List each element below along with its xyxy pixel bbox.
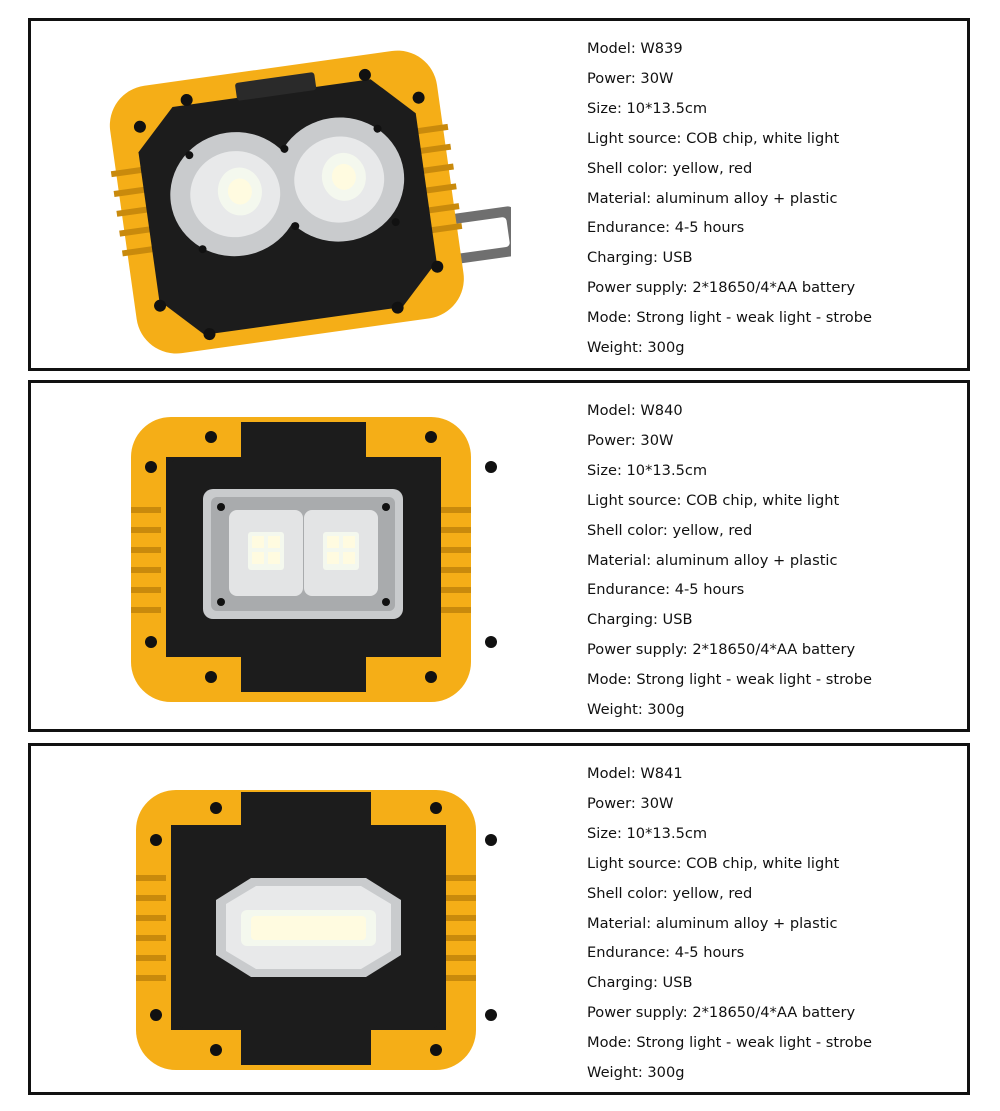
dual-square-cob-floodlight-icon (131, 417, 497, 702)
product-panel-w840: Model: W840 Power: 30W Size: 10*13.5cm L… (28, 380, 970, 732)
spec-charging: Charging: USB (587, 249, 693, 267)
spec-shell-color: Shell color: yellow, red (587, 884, 753, 902)
spec-mode: Mode: Strong light - weak light - strobe (587, 1034, 872, 1052)
spec-model: Model: W839 (587, 40, 683, 57)
spec-material: Material: aluminum alloy + plastic (587, 551, 838, 569)
spec-list: Model: W839 Power: 30W Size: 10*13.5cm L… (587, 34, 872, 363)
spec-power: Power: 30W (587, 431, 674, 449)
spec-power: Power: 30W (587, 794, 674, 812)
spec-charging: Charging: USB (587, 974, 693, 992)
spec-endurance: Endurance: 4-5 hours (587, 944, 745, 962)
spec-endurance: Endurance: 4-5 hours (587, 581, 745, 599)
spec-size: Size: 10*13.5cm (587, 824, 708, 842)
spec-power-supply: Power supply: 2*18650/4*AA battery (587, 641, 856, 659)
spec-mode: Mode: Strong light - weak light - strobe (587, 671, 872, 689)
spec-size: Size: 10*13.5cm (587, 461, 708, 479)
product-photo (91, 397, 511, 717)
spec-shell-color: Shell color: yellow, red (587, 521, 753, 539)
spec-shell-color: Shell color: yellow, red (587, 159, 753, 177)
spec-material: Material: aluminum alloy + plastic (587, 189, 838, 207)
spec-model: Model: W841 (587, 765, 683, 782)
spec-charging: Charging: USB (587, 611, 693, 629)
spec-list: Model: W840 Power: 30W Size: 10*13.5cm L… (587, 396, 872, 725)
product-panel-w841: Model: W841 Power: 30W Size: 10*13.5cm L… (28, 743, 970, 1095)
product-photo (91, 760, 511, 1080)
spec-light-source: Light source: COB chip, white light (587, 129, 840, 147)
spec-power: Power: 30W (587, 69, 674, 87)
spec-size: Size: 10*13.5cm (587, 99, 708, 117)
spec-weight: Weight: 300g (587, 1064, 685, 1082)
spec-list: Model: W841 Power: 30W Size: 10*13.5cm L… (587, 759, 872, 1088)
spec-weight: Weight: 300g (587, 701, 685, 719)
spec-model: Model: W840 (587, 402, 683, 419)
spec-power-supply: Power supply: 2*18650/4*AA battery (587, 279, 856, 297)
dual-round-cob-floodlight-icon (109, 50, 511, 354)
spec-power-supply: Power supply: 2*18650/4*AA battery (587, 1004, 856, 1022)
spec-weight: Weight: 300g (587, 339, 685, 357)
spec-material: Material: aluminum alloy + plastic (587, 914, 838, 932)
product-panel-w839: Model: W839 Power: 30W Size: 10*13.5cm L… (28, 18, 970, 371)
product-photo (91, 35, 511, 355)
spec-endurance: Endurance: 4-5 hours (587, 219, 745, 237)
spec-light-source: Light source: COB chip, white light (587, 854, 840, 872)
single-bar-cob-floodlight-icon (136, 790, 497, 1070)
spec-light-source: Light source: COB chip, white light (587, 491, 840, 509)
spec-mode: Mode: Strong light - weak light - strobe (587, 309, 872, 327)
